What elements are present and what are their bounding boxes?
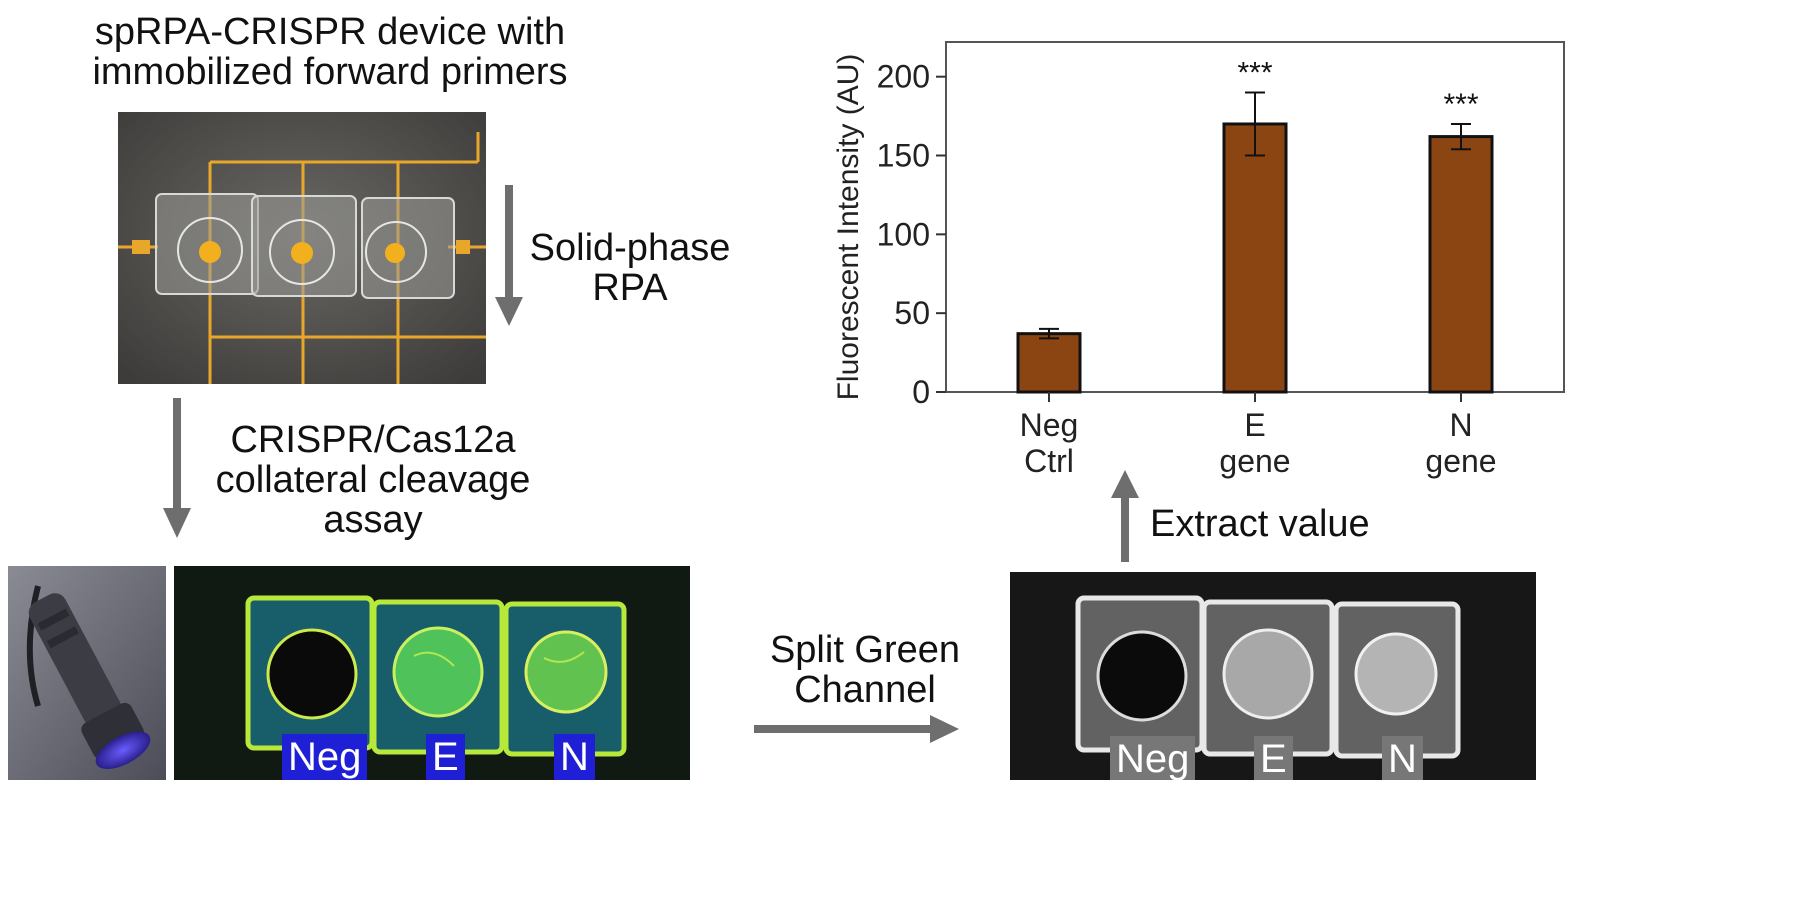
crispr-line2: collateral cleavage — [215, 459, 531, 501]
crispr-arrow — [162, 398, 192, 540]
extract-value-label: Extract value — [1150, 503, 1370, 545]
x-tick-label: gene — [1425, 443, 1496, 479]
x-tick-label: Ctrl — [1024, 443, 1074, 479]
y-tick-label: 150 — [877, 138, 930, 174]
solid-phase-label: Solid-phase RPA — [520, 228, 740, 308]
y-tick-label: 0 — [912, 374, 930, 410]
y-axis-label: Fluorescent Intensity (AU) — [832, 54, 865, 401]
bar — [1222, 122, 1288, 394]
y-tick-label: 100 — [877, 216, 930, 252]
bar — [1428, 135, 1494, 394]
fluorescent-device-photo: Neg E N — [174, 566, 690, 780]
gray-label-e: E — [1254, 736, 1293, 780]
device-caption: spRPA-CRISPR device with immobilized for… — [40, 12, 620, 92]
extract-value-arrow — [1110, 470, 1140, 562]
device-photo — [118, 112, 486, 384]
y-tick-label: 50 — [894, 295, 930, 331]
split-green-arrow — [754, 714, 960, 744]
crispr-line1: CRISPR/Cas12a — [230, 419, 516, 461]
bar-chart: 0 50 100 150 200 Fluorescent Intensity (AU) Ne… — [820, 20, 1580, 480]
bar-chart-svg: 0 50 100 150 200 Fluorescent Intensity (AU) Ne… — [832, 41, 1565, 479]
split-green-label: Split Green Channel — [740, 630, 990, 710]
solid-phase-line2: RPA — [592, 267, 668, 309]
bar — [1016, 332, 1082, 394]
significance-label: *** — [1237, 56, 1272, 89]
split-green-line2: Channel — [794, 669, 936, 711]
x-tick-label: Neg — [1020, 407, 1079, 443]
gray-label-neg: Neg — [1110, 736, 1196, 780]
x-tick-label: N — [1449, 407, 1472, 443]
grayscale-device-photo: Neg E N — [1010, 572, 1536, 780]
x-tick-label: E — [1244, 407, 1265, 443]
color-label-neg: Neg — [282, 734, 368, 780]
crispr-label: CRISPR/Cas12a collateral cleavage assay — [198, 420, 548, 540]
color-label-n: N — [554, 734, 595, 780]
x-tick-label: gene — [1219, 443, 1290, 479]
device-caption-line1: spRPA-CRISPR device with — [94, 11, 566, 53]
y-tick-label: 200 — [877, 59, 930, 95]
uv-flashlight-photo — [8, 566, 166, 780]
split-green-line1: Split Green — [769, 629, 961, 671]
color-label-e: E — [426, 734, 465, 780]
solid-phase-arrow — [494, 185, 524, 327]
gray-label-n: N — [1382, 736, 1423, 780]
solid-phase-line1: Solid-phase — [529, 227, 731, 269]
crispr-line3: assay — [323, 499, 423, 541]
significance-label: *** — [1443, 88, 1478, 121]
device-caption-line2: immobilized forward primers — [92, 51, 568, 93]
